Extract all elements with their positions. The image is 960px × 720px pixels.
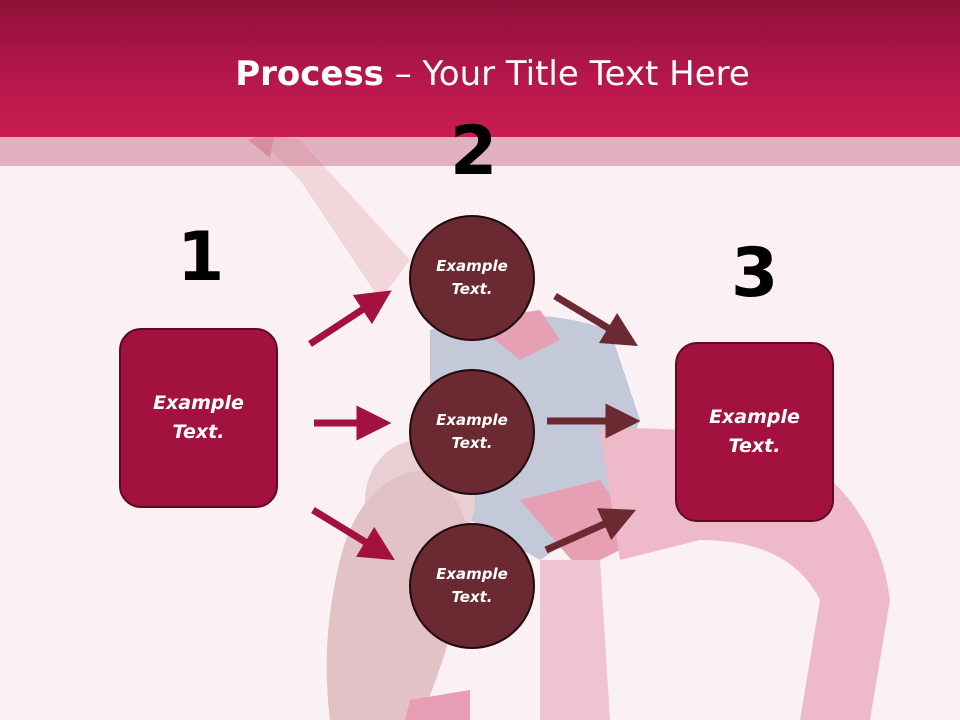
circle-bottom: Example Text.: [409, 523, 535, 649]
header-band: [0, 0, 960, 137]
arrow-from-circle-top: [553, 293, 638, 347]
arrow-to-circle-bottom: [311, 507, 395, 561]
step-number-3: 3: [731, 234, 779, 313]
arrow-to-circle-top: [308, 290, 392, 347]
title-bold: Process: [235, 54, 384, 94]
circle-top: Example Text.: [409, 215, 535, 341]
right-text-box: Example Text.: [675, 342, 834, 522]
circle-middle: Example Text.: [409, 369, 535, 495]
step-number-1: 1: [177, 218, 225, 297]
title-rest: – Your Title Text Here: [383, 54, 750, 94]
step-number-2: 2: [450, 112, 498, 191]
left-text-box: Example Text.: [119, 328, 278, 508]
header-strip: [0, 137, 960, 166]
slide-title: Process – Your Title Text Here: [0, 52, 960, 96]
arrow-from-circle-bottom: [544, 508, 636, 554]
